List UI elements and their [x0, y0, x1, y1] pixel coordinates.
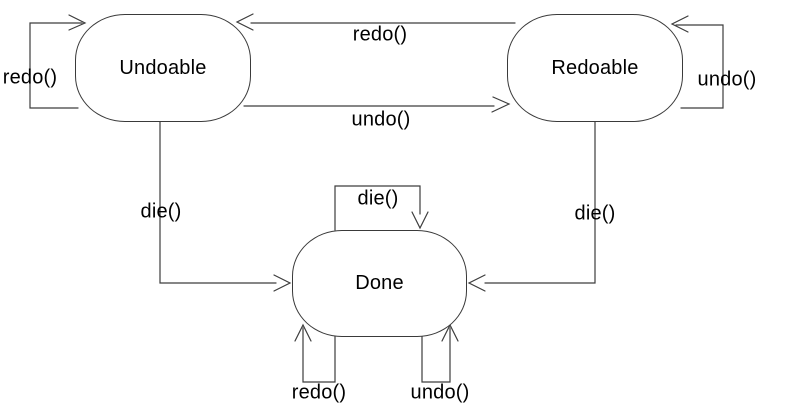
transition-label-undoable-self-redo: redo() [2, 66, 58, 89]
transition-undoable-to-done-line [159, 120, 277, 284]
arrowhead-into-undoable-topleft-icon [68, 14, 87, 31]
state-done: Done [292, 230, 467, 337]
transition-label-redoable-self-undo: undo() [697, 68, 757, 91]
transition-done-self-redo-line [302, 327, 336, 383]
transition-label-redoable-to-undoable: redo() [352, 23, 408, 46]
arrowhead-into-redoable-bottomleft-icon [491, 96, 511, 113]
state-undoable: Undoable [75, 14, 251, 122]
transition-label-done-self-undo: undo() [410, 381, 470, 404]
transition-label-done-self-redo: redo() [291, 381, 347, 404]
transition-undoable-self-redo-line [29, 22, 83, 109]
transition-done-self-die-line [334, 185, 421, 231]
arrowhead-into-done-right-icon [467, 274, 486, 292]
arrowhead-into-done-top-icon [411, 211, 429, 230]
transition-label-redoable-to-done: die() [574, 202, 616, 225]
transition-done-self-undo-line [421, 327, 451, 383]
state-redoable-label: Redoable [551, 56, 639, 79]
transition-redoable-to-done-line [484, 120, 596, 284]
arrowhead-into-redoable-topright-icon [670, 15, 689, 33]
state-done-label: Done [355, 272, 404, 294]
transition-label-done-self-die: die() [357, 187, 399, 210]
arrowhead-into-undoable-topright-icon [235, 13, 254, 31]
arrowhead-into-done-left-icon [273, 274, 292, 292]
transition-redoable-self-undo-line [675, 24, 724, 109]
state-redoable: Redoable [507, 14, 683, 122]
state-undoable-label: Undoable [119, 56, 207, 79]
transition-label-undoable-to-done: die() [140, 200, 182, 223]
transition-label-undoable-to-redoable: undo() [351, 108, 411, 131]
arrowhead-into-done-bottomleft-icon [294, 323, 312, 342]
